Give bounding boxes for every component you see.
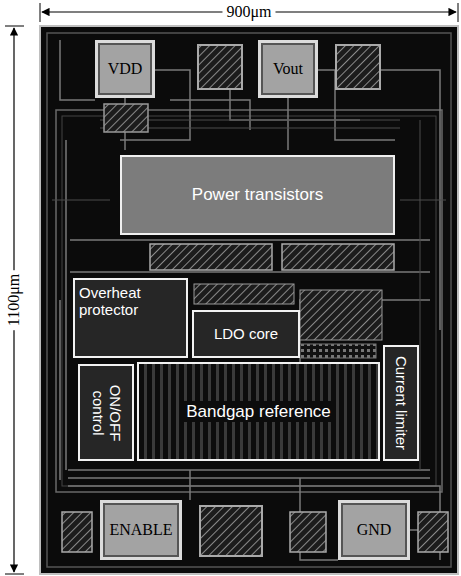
die-outline: [40, 26, 458, 574]
block-label: Vout: [273, 60, 303, 78]
block-label: Bandgap reference: [182, 401, 335, 423]
esd-pad: [336, 45, 380, 89]
dimension-tick: [40, 3, 41, 22]
block-label: Current limiter: [393, 349, 410, 457]
core-ring: [56, 110, 442, 492]
ldo-core-block: LDO core: [192, 310, 300, 358]
block-label: Overheat protector: [79, 284, 182, 319]
power-pad: VDD: [95, 40, 155, 98]
esd-pad: [200, 506, 262, 556]
esd-cell: [104, 104, 148, 132]
dimension-tick: [5, 26, 24, 27]
enable-pad: ENABLE: [100, 500, 182, 560]
block-label: VDD: [108, 60, 143, 78]
device-array: [300, 290, 382, 340]
block-label: LDO core: [214, 325, 278, 342]
bandgap-reference-block: Bandgap reference: [137, 362, 380, 461]
on-off-control-block: ON/OFF control: [78, 364, 134, 461]
width-dimension: 900μm: [222, 3, 275, 21]
block-label: ENABLE: [109, 521, 172, 539]
device-array: [194, 284, 294, 304]
current-limiter-block: Current limiter: [383, 345, 419, 461]
core-ring-inner: [62, 116, 436, 486]
thin-traces: [52, 120, 446, 470]
resistor-array: [300, 344, 376, 358]
block-label: Power transistors: [192, 185, 323, 205]
height-dimension: 1100μm: [5, 270, 23, 330]
esd-cell: [62, 512, 92, 552]
ground-pad: GND: [338, 500, 410, 560]
output-pad: Vout: [258, 40, 318, 98]
dimension-tick: [458, 3, 459, 22]
power-transistor-block: Power transistors: [120, 155, 395, 235]
esd-cell: [290, 512, 326, 552]
seal-ring: [47, 33, 451, 567]
block-label: GND: [357, 521, 392, 539]
metal-traces: [60, 40, 445, 560]
device-array: [282, 244, 394, 270]
overheat-protector-block: Overheat protector: [73, 278, 188, 358]
esd-pad: [198, 45, 242, 89]
dimension-tick: [5, 574, 24, 575]
device-array: [150, 244, 272, 270]
block-label: ON/OFF control: [90, 368, 123, 457]
esd-cell: [418, 512, 448, 552]
